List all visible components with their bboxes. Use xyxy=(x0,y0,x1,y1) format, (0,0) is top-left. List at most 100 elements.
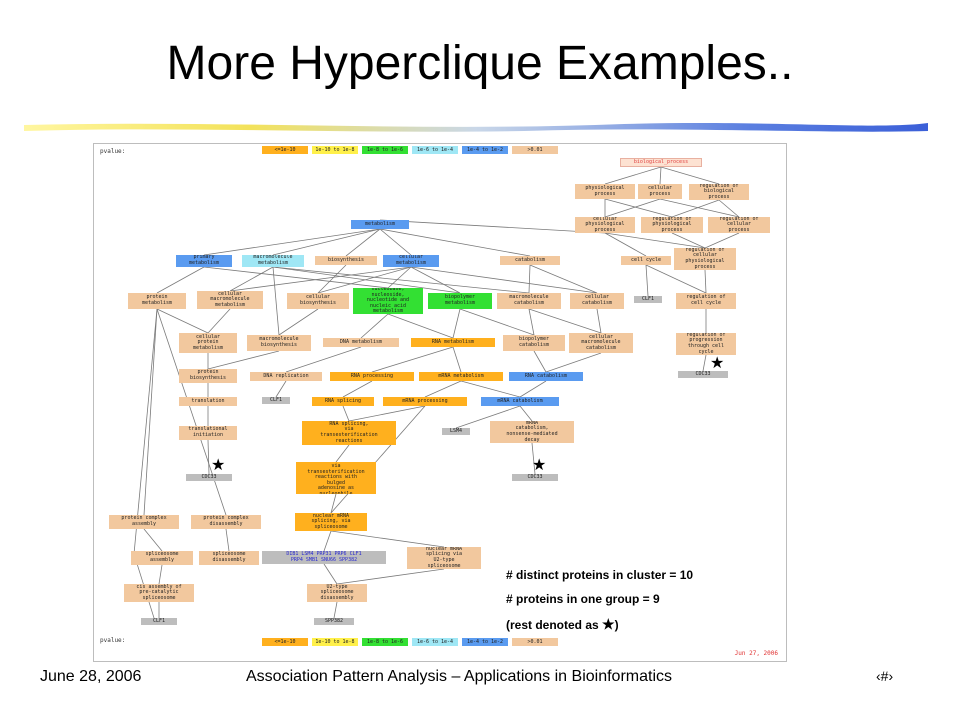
node-cell-cycle: cell cycle xyxy=(621,256,671,265)
edge-line xyxy=(424,380,462,398)
edge-line xyxy=(660,166,720,185)
edge-line xyxy=(604,232,647,257)
edge-line xyxy=(645,264,707,294)
node-protein-biosynthesis: protein biosynthesis xyxy=(179,369,237,383)
node-cis-assembly-pre-catalytic-spliceosome: cis assembly of pre-catalytic spliceosom… xyxy=(124,584,194,602)
node-biopolymer-catabolism: biopolymer catabolism xyxy=(503,335,565,351)
stat-rest-denoted: (rest denoted as ★) xyxy=(506,616,619,633)
node-catabolism: catabolism xyxy=(500,256,560,265)
node-gene-clf1: CLF1 xyxy=(141,618,177,625)
node-physiological-process: physiological process xyxy=(575,184,635,199)
node-translational-initiation: translational initiation xyxy=(179,426,237,440)
node-gene-cdc33: CDC33 xyxy=(512,474,558,481)
node-u2-spliceosome-disassembly: U2-type spliceosome disassembly xyxy=(307,584,367,602)
node-regulation-of-biological-process: regulation of biological process xyxy=(689,184,749,200)
edge-line xyxy=(335,444,350,463)
edge-line xyxy=(460,380,521,398)
legend-swatch: 1e-6 to 1e-4 xyxy=(412,146,458,154)
slide-title: More Hyperclique Examples.. xyxy=(166,37,794,90)
legend-swatch: <=1e-10 xyxy=(262,146,308,154)
go-tree-figure: pvalue: <=1e-10 1e-10 to 1e-8 1e-8 to 1e… xyxy=(93,143,787,662)
star-marker-icon: ★ xyxy=(710,355,725,372)
legend-swatch: 1e-6 to 1e-4 xyxy=(412,638,458,646)
edge-line xyxy=(330,405,426,514)
edge-line xyxy=(452,308,461,339)
node-macromolecule-biosynthesis: macromolecule biosynthesis xyxy=(247,335,311,351)
edge-line xyxy=(158,564,163,585)
node-cellular-biosynthesis: cellular biosynthesis xyxy=(287,293,349,309)
node-macromolecule-metabolism: macromolecule metabolism xyxy=(242,255,304,267)
node-cellular-macromolecule-metabolism: cellular macromolecule metabolism xyxy=(197,291,263,309)
edge-line xyxy=(519,405,533,422)
edge-line xyxy=(410,266,461,294)
edge-line xyxy=(207,350,280,370)
node-gene-spp382: SPP382 xyxy=(314,618,354,625)
stat-rest-text: (rest denoted as xyxy=(506,618,599,632)
edge-line xyxy=(659,198,740,218)
edge-line xyxy=(272,266,461,294)
stat-rest-close: ) xyxy=(614,618,619,632)
node-nuclear-mrna-splicing-via-spliceosome: nuclear mRNA splicing, via spliceosome xyxy=(295,513,367,531)
edge-line xyxy=(604,198,673,218)
node-regulation-of-cell-cycle: regulation of cell cycle xyxy=(676,293,736,309)
edge-line xyxy=(156,308,209,334)
edge-line xyxy=(272,266,280,336)
edge-line xyxy=(348,405,426,422)
edge-line xyxy=(604,232,706,249)
edge-line xyxy=(528,308,535,336)
edge-line xyxy=(143,528,163,552)
node-mrna-processing: mRNA processing xyxy=(383,397,467,406)
title-divider-bar xyxy=(24,123,928,132)
footer-title: Association Pattern Analysis – Applicati… xyxy=(246,668,672,685)
figure-date: Jun 27, 2006 xyxy=(734,650,778,657)
node-rna-splicing: RNA splicing xyxy=(312,397,374,406)
star-marker-icon: ★ xyxy=(602,616,615,632)
edge-line xyxy=(323,563,338,585)
edge-line xyxy=(207,439,210,475)
footer-date: June 28, 2006 xyxy=(40,668,142,685)
node-spliceosome-assembly: spliceosome assembly xyxy=(131,551,193,565)
node-rna-catabolism: RNA catabolism xyxy=(509,372,583,381)
edge-line xyxy=(387,266,412,289)
footer-page-number: ‹#› xyxy=(876,668,894,684)
node-protein-complex-disassembly: protein complex disassembly xyxy=(191,515,261,529)
node-biosynthesis: biosynthesis xyxy=(315,256,377,265)
edge-line xyxy=(528,308,602,334)
node-mrna-catabolism-nonsense-mediated-decay: mRNA catabolism, nonsense-mediated decay xyxy=(490,421,574,443)
pvalue-legend-top: <=1e-10 1e-10 to 1e-8 1e-8 to 1e-6 1e-6 … xyxy=(262,146,562,154)
legend-swatch: 1e-8 to 1e-6 xyxy=(362,638,408,646)
edge-line xyxy=(379,228,412,256)
node-nuclear-mrna-splicing-via-u12: nuclear mRNA splicing via U2-type splice… xyxy=(407,547,481,569)
node-gene-clf1: CLF1 xyxy=(262,397,290,404)
node-gene-list: DIB1 LSM4 PRP31 PRP6 CLF1 PRP4 SMB1 SNU6… xyxy=(262,551,386,564)
node-macromolecule-catabolism: macromolecule catabolism xyxy=(497,293,561,309)
edge-line xyxy=(533,350,547,373)
node-protein-metabolism: protein metabolism xyxy=(128,293,186,309)
edge-line xyxy=(545,352,602,373)
edge-line xyxy=(604,198,661,218)
legend-swatch: 1e-10 to 1e-8 xyxy=(312,638,358,646)
pvalue-label-bottom: pvalue: xyxy=(100,637,126,644)
stat-proteins-one-group: # proteins in one group = 9 xyxy=(506,592,660,606)
edge-line xyxy=(275,380,287,398)
edge-line xyxy=(229,266,412,292)
node-cellular-process: cellular process xyxy=(638,184,682,199)
node-cellular-macromolecule-catabolism: cellular macromolecule catabolism xyxy=(569,333,633,353)
edge-line xyxy=(203,228,381,256)
edge-line xyxy=(333,601,338,619)
edge-line xyxy=(272,266,530,294)
edge-line xyxy=(156,266,205,294)
edge-line xyxy=(604,166,662,185)
edge-line xyxy=(203,266,389,289)
node-gene-cdc33: CDC33 xyxy=(186,474,232,481)
legend-swatch: >0.01 xyxy=(512,146,558,154)
node-nucleobase-metabolism: nucleobase, nucleoside, nucleotide and n… xyxy=(353,288,423,314)
star-marker-icon: ★ xyxy=(532,457,547,474)
edge-line xyxy=(345,228,381,257)
node-regulation-of-physiological-process: regulation of physiological process xyxy=(641,217,703,233)
edge-line xyxy=(379,219,606,234)
edge-line xyxy=(410,266,598,294)
edge-line xyxy=(133,308,158,555)
edge-line xyxy=(718,199,740,218)
star-marker-icon: ★ xyxy=(211,457,226,474)
